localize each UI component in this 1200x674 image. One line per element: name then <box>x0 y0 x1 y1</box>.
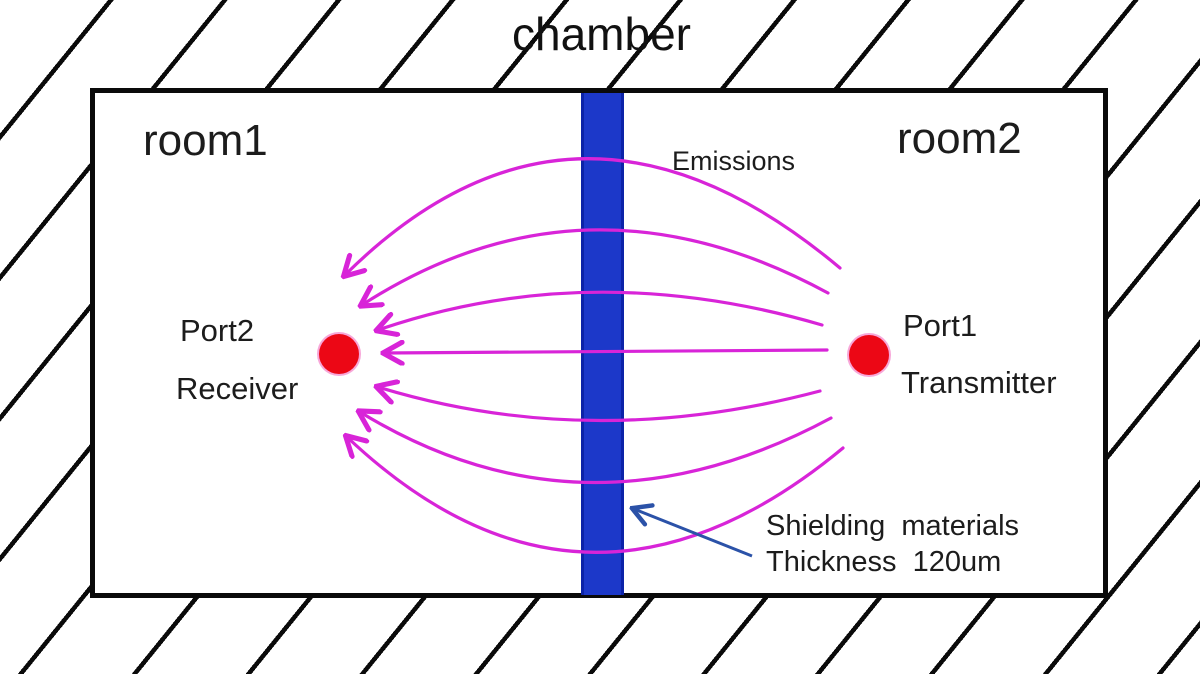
emissions-label: Emissions <box>672 146 796 176</box>
shield-note: Shielding materials Thickness 120um <box>766 508 1019 580</box>
room1-label: room1 <box>143 116 268 165</box>
port2-role-label: Receiver <box>176 371 299 406</box>
port2-name-label: Port2 <box>180 313 255 348</box>
port1-name-label: Port1 <box>903 308 978 343</box>
shield-note-line1: Shielding materials <box>766 510 1020 542</box>
chamber-title: chamber <box>512 8 691 60</box>
port1-role-label: Transmitter <box>901 365 1057 400</box>
shield-bar <box>581 93 624 595</box>
room2-label: room2 <box>897 114 1022 163</box>
port2-dot <box>319 334 359 374</box>
port1-dot <box>849 335 889 375</box>
shield-note-line2: Thickness 120um <box>766 546 1002 578</box>
